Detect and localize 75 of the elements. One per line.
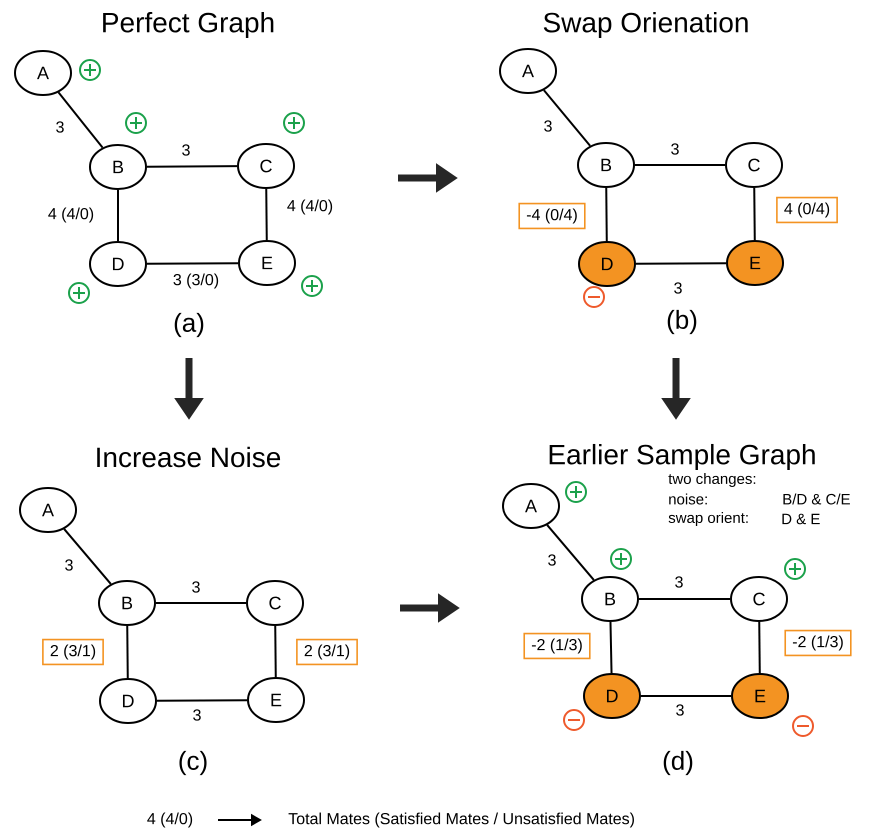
graph-node: E	[238, 240, 296, 286]
edge-line	[126, 626, 129, 678]
graph-node: E	[726, 240, 784, 286]
weight-box: 2 (3/1)	[42, 638, 104, 666]
edge-label: 3	[180, 143, 192, 157]
weight-box: -2 (1/3)	[784, 630, 852, 656]
edge-line	[635, 164, 725, 166]
panel-caption: (c)	[179, 750, 207, 776]
graph-node: C	[730, 576, 788, 622]
edge-line	[639, 598, 730, 600]
graph-node: B	[98, 580, 156, 626]
note-text: two changes:	[668, 473, 756, 487]
graph-node: C	[237, 143, 295, 189]
edge-line	[641, 695, 731, 697]
panel-caption: (a)	[174, 312, 204, 338]
edge-line	[543, 90, 591, 146]
edge-line	[156, 602, 246, 604]
edge-label: 3	[190, 580, 202, 594]
graph-node: D	[89, 241, 147, 287]
weight-box: -4 (0/4)	[518, 202, 586, 230]
edge-label: 3	[542, 119, 554, 133]
edge-line	[753, 188, 756, 240]
edge-line	[265, 188, 268, 240]
edge-line	[758, 622, 761, 674]
edge-line	[609, 622, 613, 674]
edge-label: 3	[672, 281, 684, 295]
graph-node: A	[502, 483, 560, 529]
graph-node: D	[583, 673, 641, 719]
edge-label: 3	[670, 142, 680, 156]
graph-node: B	[581, 576, 639, 622]
edge-line	[546, 524, 595, 581]
note-text: swap orient:	[668, 512, 748, 526]
panel-caption: (d)	[664, 750, 692, 776]
panel-title: Swap Orienation	[544, 12, 748, 38]
edge-label: 3	[64, 558, 74, 572]
graph-node: B	[89, 144, 147, 190]
panel-title: Perfect Graph	[103, 12, 274, 38]
edge-label: 3	[54, 120, 66, 134]
graph-node: A	[14, 50, 72, 96]
edge-line	[605, 188, 608, 241]
graph-node: C	[246, 580, 304, 626]
graph-node: E	[247, 677, 305, 723]
edge-line	[117, 190, 119, 241]
panel-caption: (b)	[668, 310, 696, 334]
graph-node: E	[731, 673, 789, 719]
panel-title: Increase Noise	[97, 446, 280, 468]
edge-line	[58, 92, 104, 148]
edge-label: 3	[674, 575, 684, 589]
edge-label: 4 (4/0)	[286, 198, 334, 216]
weight-box: 2 (3/1)	[296, 638, 358, 666]
graph-node: A	[19, 487, 77, 533]
weight-box: 4 (0/4)	[776, 196, 838, 224]
edge-label: 3	[674, 703, 686, 717]
edge-line	[63, 528, 112, 585]
note-text: B/D & C/E	[783, 494, 850, 504]
edge-line	[274, 626, 277, 678]
graph-node: B	[577, 142, 635, 188]
edge-label: 3 (3/0)	[172, 272, 220, 290]
graph-node: D	[99, 678, 157, 724]
edge-label: 3	[192, 708, 202, 722]
edge-line	[147, 165, 238, 168]
edge-line	[147, 262, 238, 265]
panel-title: Earlier Sample Graph	[550, 444, 815, 470]
graph-node: A	[499, 48, 557, 94]
edge-line	[157, 699, 248, 702]
edge-line	[636, 262, 726, 265]
edge-label: 3	[546, 553, 558, 567]
graph-node: C	[725, 142, 783, 188]
graph-node: D	[578, 241, 636, 287]
weight-box: -2 (1/3)	[523, 632, 591, 660]
edge-label: 4 (4/0)	[46, 206, 96, 224]
legend-text: Total Mates (Satisfied Mates / Unsatisfied Mates)	[288, 812, 634, 828]
legend-sample-text: 4 (4/0)	[147, 812, 192, 828]
note-text: D & E	[782, 514, 820, 524]
note-text: noise:	[669, 494, 707, 504]
